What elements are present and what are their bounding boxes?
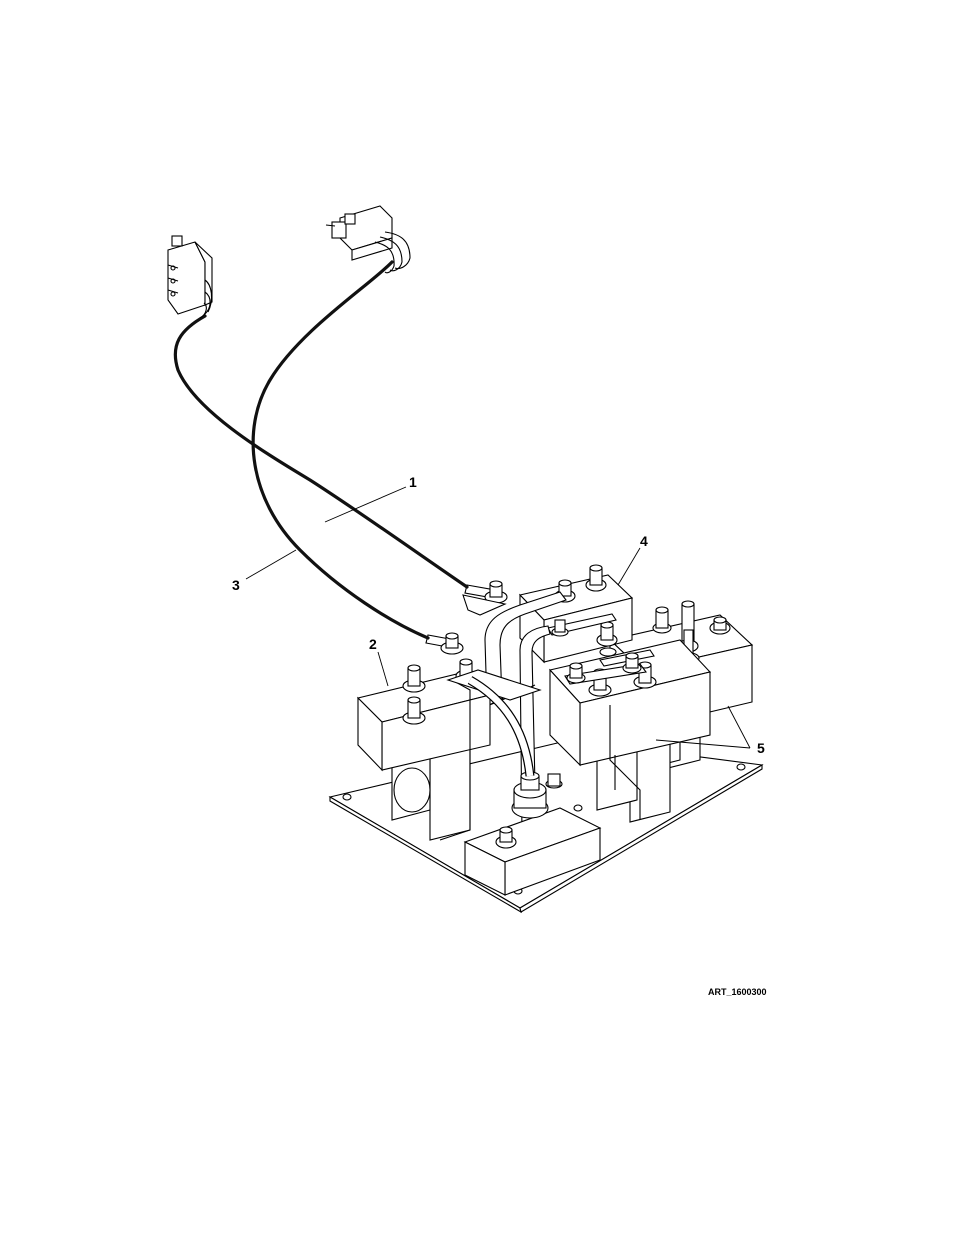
callout-1: 1 <box>409 474 417 490</box>
callout-3: 3 <box>232 577 240 593</box>
callout-4: 4 <box>640 533 648 549</box>
connector-right <box>326 206 410 273</box>
art-reference-id: ART_1600300 <box>708 987 767 997</box>
callout-2: 2 <box>369 636 377 652</box>
wire-harness <box>175 262 467 638</box>
callout-5: 5 <box>757 740 765 756</box>
connector-left <box>168 236 212 318</box>
